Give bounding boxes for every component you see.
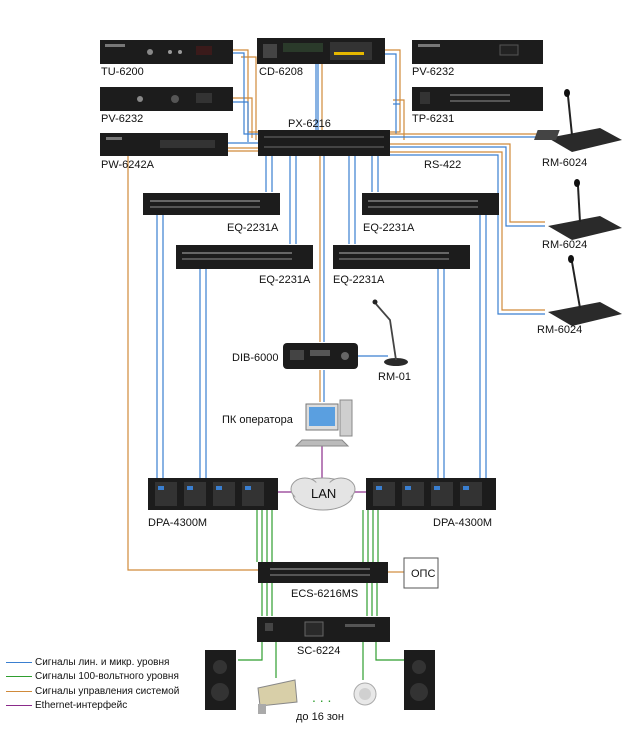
device-rm6024-3	[548, 255, 622, 326]
label-cd6208: CD-6208	[259, 66, 303, 78]
label-rm01: RM-01	[378, 371, 411, 383]
legend-label: Сигналы лин. и микр. уровня	[35, 656, 170, 668]
label-rm6024-3: RM-6024	[537, 324, 582, 336]
device-rm6024-1	[534, 89, 622, 152]
device-eq-2	[362, 193, 499, 215]
device-pw6242a	[100, 133, 228, 156]
device-dpa-right	[366, 478, 496, 510]
label-px6216: PX-6216	[288, 118, 331, 130]
legend: Сигналы лин. и микр. уровня Сигналы 100-…	[6, 655, 179, 713]
label-rs422: RS-422	[424, 159, 461, 171]
legend-label: Ethernet-интерфейс	[35, 700, 128, 712]
label-lan: LAN	[311, 486, 336, 501]
device-dib6000	[283, 343, 358, 369]
legend-label: Сигналы 100-вольтного уровня	[35, 671, 179, 683]
label-rm6024-2: RM-6024	[542, 239, 587, 251]
label-tp6231: TP-6231	[412, 113, 454, 125]
ceiling-speaker	[353, 682, 377, 706]
legend-swatch	[6, 690, 32, 692]
zones-dots: . . .	[312, 689, 331, 705]
legend-swatch	[6, 661, 32, 663]
label-eq-4: EQ-2231A	[333, 274, 385, 286]
label-dpa-left: DPA-4300M	[148, 517, 207, 529]
legend-item: Сигналы управления системой	[6, 684, 179, 699]
label-ops: ОПС	[411, 568, 435, 580]
label-rm6024-1: RM-6024	[542, 157, 587, 169]
lan-cloud	[290, 477, 356, 511]
wires	[127, 49, 545, 680]
device-dpa-left	[148, 478, 278, 510]
label-pv6232-top: PV-6232	[412, 66, 454, 78]
legend-item: Сигналы лин. и микр. уровня	[6, 655, 179, 670]
legend-item: Ethernet-интерфейс	[6, 699, 179, 714]
device-eq-1	[143, 193, 280, 215]
horn-speaker	[257, 679, 298, 714]
label-dib6000: DIB-6000	[232, 352, 278, 364]
device-eq-3	[176, 245, 313, 269]
device-pv6232-top	[412, 40, 543, 64]
device-sc6224	[257, 617, 390, 642]
label-eq-2: EQ-2231A	[363, 222, 415, 234]
label-ecs6216ms: ECS-6216MS	[291, 588, 358, 600]
speaker-right	[404, 650, 435, 710]
label-eq-1: EQ-2231A	[227, 222, 279, 234]
speaker-left	[205, 650, 236, 710]
ops-box	[403, 557, 439, 589]
device-pc	[294, 399, 353, 447]
label-eq-3: EQ-2231A	[259, 274, 311, 286]
legend-swatch	[6, 705, 32, 707]
label-pc: ПК оператора	[222, 414, 294, 426]
device-tp6231	[412, 87, 543, 111]
device-rm6024-2	[548, 179, 622, 240]
device-pv6232-left	[100, 87, 233, 111]
device-tu6200	[100, 40, 233, 64]
legend-label: Сигналы управления системой	[35, 685, 180, 697]
label-zones: до 16 зон	[296, 711, 344, 723]
device-ecs6216ms	[258, 562, 388, 583]
label-dpa-right: DPA-4300M	[433, 517, 492, 529]
label-tu6200: TU-6200	[101, 66, 144, 78]
legend-swatch	[6, 676, 32, 678]
device-eq-4	[333, 245, 470, 269]
label-pv6232-left: PV-6232	[101, 113, 143, 125]
device-px6216	[258, 130, 390, 156]
device-rm01	[372, 299, 408, 366]
label-sc6224: SC-6224	[297, 645, 340, 657]
label-pw6242a: PW-6242A	[101, 159, 155, 171]
legend-item: Сигналы 100-вольтного уровня	[6, 670, 179, 685]
device-cd6208	[257, 38, 385, 64]
